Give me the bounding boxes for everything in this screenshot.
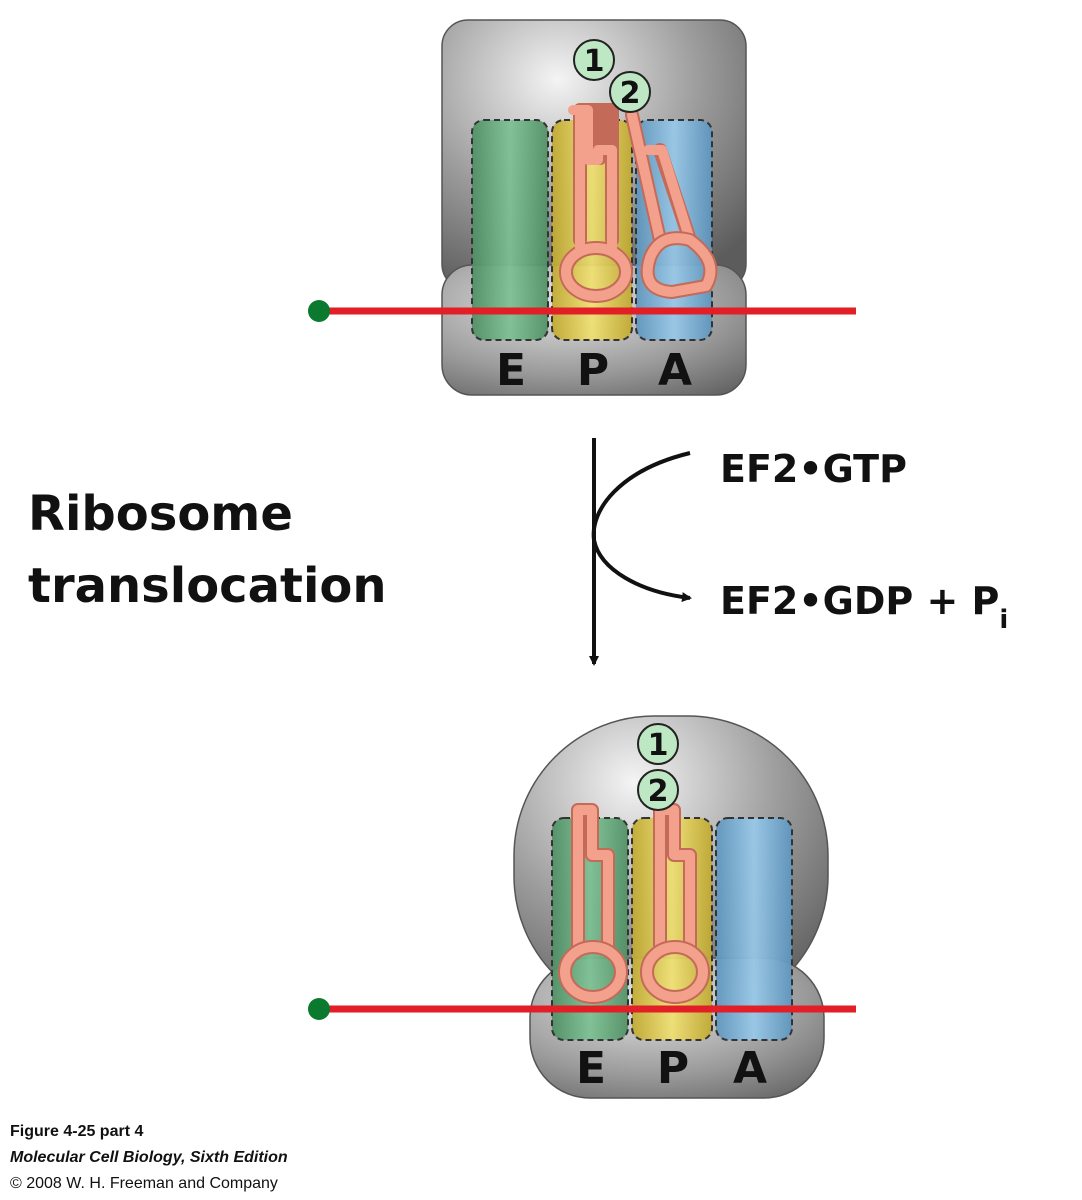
trna-p-site — [640, 803, 710, 1004]
curved-arrow — [591, 451, 692, 603]
mrna-5prime-end — [308, 300, 330, 322]
mrna-5prime-end — [308, 998, 330, 1020]
ribosome-before: 1 2 E P A — [308, 19, 856, 396]
copyright: © 2008 W. H. Freeman and Company — [10, 1175, 278, 1192]
step-label-line-2: translocation — [28, 558, 387, 614]
reaction-output-main: EF2•GDP + P — [720, 579, 999, 623]
badge-1-label: 1 — [584, 44, 605, 79]
ribosome-after: 1 2 E P A — [308, 715, 856, 1099]
mrna-before — [308, 300, 856, 322]
badge-1-label: 1 — [648, 728, 669, 763]
reaction-output: EF2•GDP + Pi — [720, 579, 1008, 635]
reaction-output-subscript: i — [999, 605, 1008, 635]
site-label-p: P — [577, 345, 609, 396]
badge-1: 1 — [573, 39, 615, 81]
site-label-a: A — [733, 1043, 767, 1094]
book-title: Molecular Cell Biology, Sixth Edition — [10, 1149, 288, 1166]
trna-p-site — [559, 103, 633, 303]
trna-e-site — [558, 803, 628, 1004]
reaction-input: EF2•GTP — [720, 447, 907, 491]
a-site — [715, 817, 793, 1041]
badge-2: 2 — [609, 71, 651, 113]
mrna-after — [308, 998, 856, 1020]
site-label-p: P — [657, 1043, 689, 1094]
trna-a-site — [625, 108, 718, 299]
reaction-arrows — [589, 438, 692, 666]
site-label-e: E — [496, 345, 526, 396]
badge-2-label: 2 — [648, 774, 669, 809]
badge-2: 2 — [637, 769, 679, 811]
badge-1: 1 — [637, 723, 679, 765]
site-label-a: A — [658, 345, 692, 396]
site-label-e: E — [576, 1043, 606, 1094]
e-site — [471, 119, 549, 341]
figure-number: Figure 4-25 part 4 — [10, 1123, 144, 1140]
step-label-line-1: Ribosome — [28, 486, 293, 542]
badge-2-label: 2 — [620, 76, 641, 111]
